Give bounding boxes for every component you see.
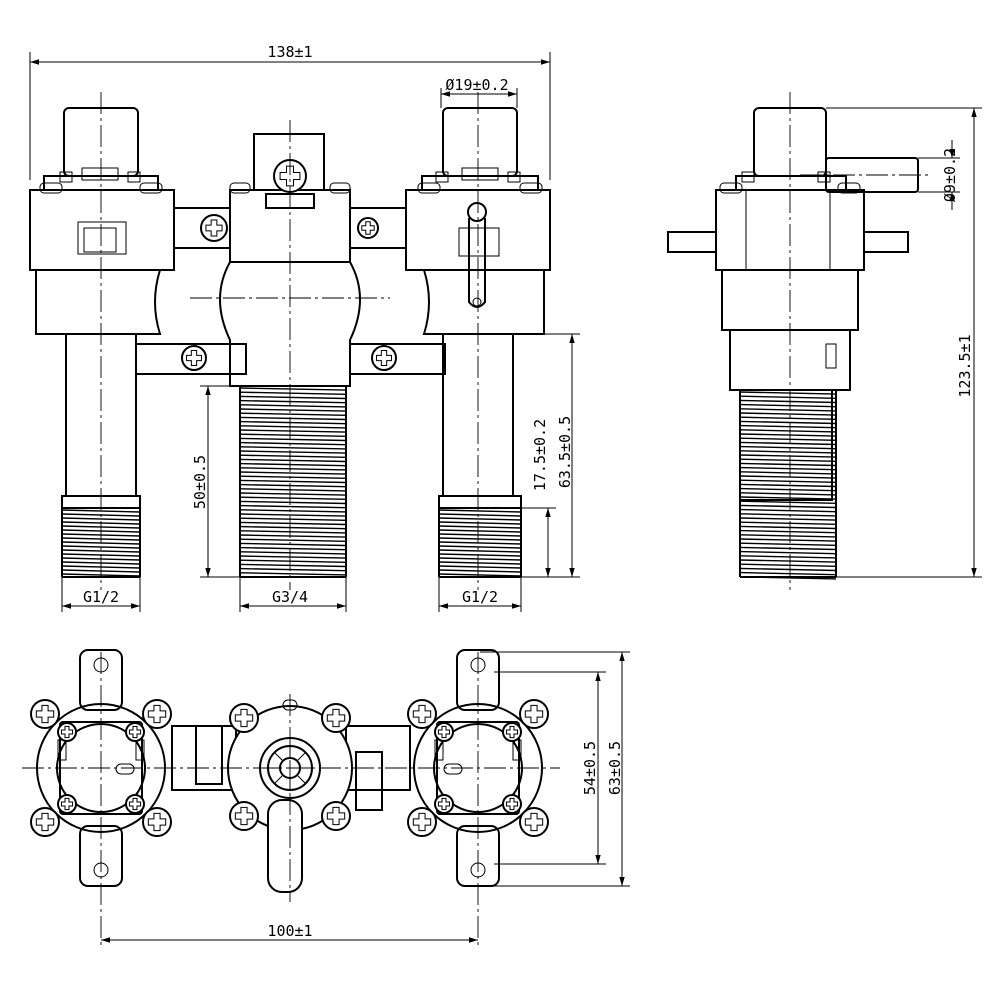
- left-thread-label: G1/2: [83, 588, 119, 606]
- side-view: Ø9±0.2 123.5±1: [667, 92, 982, 590]
- bottom-view: 54±0.5 63±0.5 100±1: [22, 649, 630, 946]
- dimensions-side: Ø9±0.2 123.5±1: [826, 107, 982, 578]
- dimensions-front: 138±1 Ø19±0.2 50±0.5 17.5±0.2 63.5±0.5 G…: [29, 43, 580, 612]
- left-valve-body: [29, 107, 175, 335]
- centerlines: [100, 92, 479, 590]
- center-thread-label: G3/4: [272, 588, 308, 606]
- front-view: 138±1 Ø19±0.2 50±0.5 17.5±0.2 63.5±0.5 G…: [29, 43, 580, 612]
- pin-diameter-label: Ø9±0.2: [941, 148, 959, 202]
- cap-diameter-label: Ø19±0.2: [445, 76, 508, 94]
- inner-height-label: 54±0.5: [581, 741, 599, 795]
- screw-icon: [181, 159, 397, 371]
- bolt-icon: [30, 699, 549, 837]
- side-thread-height-label: 17.5±0.2: [531, 419, 549, 491]
- overall-width-label: 138±1: [267, 43, 312, 61]
- outer-height-label: 63±0.5: [606, 741, 624, 795]
- right-pipe: [438, 334, 522, 578]
- right-thread-label: G1/2: [462, 588, 498, 606]
- right-valve-body: [405, 107, 551, 335]
- center-thread: [239, 386, 347, 578]
- connecting-bars: [135, 207, 446, 375]
- centerlines-bottom: [22, 652, 560, 946]
- center-distance-label: 100±1: [267, 922, 312, 940]
- side-height-label: 63.5±0.5: [556, 416, 574, 488]
- outlet-height-label: 50±0.5: [191, 455, 209, 509]
- dimensions-bottom: 54±0.5 63±0.5 100±1: [101, 651, 630, 943]
- overall-height-label: 123.5±1: [956, 334, 974, 397]
